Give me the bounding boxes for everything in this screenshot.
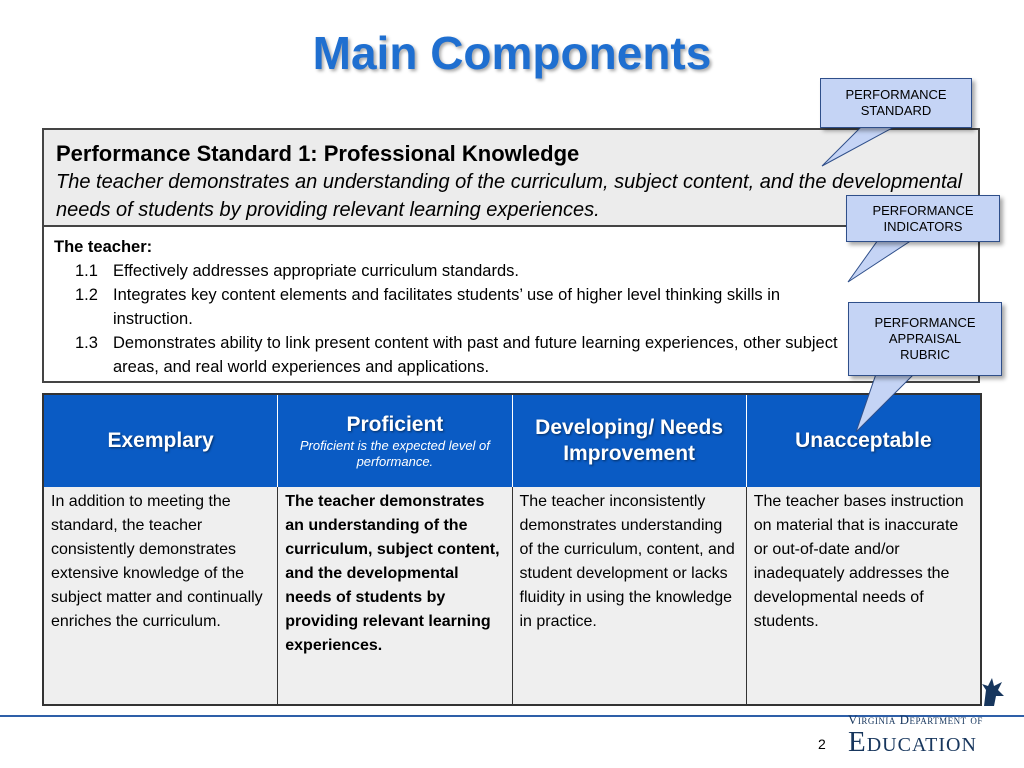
standard-title: Performance Standard 1: Professional Kno… [56, 141, 580, 166]
rubric-header-label: Proficient [346, 413, 444, 436]
indicator-number: 1.2 [75, 286, 98, 304]
rubric-header-developing: Developing/ Needs Improvement [513, 395, 747, 487]
rubric-header-unacceptable: Unacceptable [747, 395, 980, 487]
callout-text: PERFORMANCE STANDARD [845, 87, 947, 118]
rubric-body-row: In addition to meeting the standard, the… [44, 487, 980, 704]
rubric-header-row: Exemplary Proficient Proficient is the e… [44, 395, 980, 487]
performance-standard-box: Performance Standard 1: Professional Kno… [42, 128, 980, 383]
indicator-item: 1.1 Effectively addresses appropriate cu… [54, 259, 968, 283]
callout-pointer-standard [821, 125, 897, 167]
rubric-cell-developing: The teacher inconsistently demonstrates … [513, 487, 747, 704]
rubric-cell-exemplary: In addition to meeting the standard, the… [44, 487, 279, 704]
callout-text: PERFORMANCE INDICATORS [872, 202, 974, 234]
rubric-cell-unacceptable: The teacher bases instruction on materia… [753, 493, 964, 630]
rubric-header-exemplary: Exemplary [44, 395, 279, 487]
rubric-header-note: Proficient is the expected level of perf… [299, 438, 490, 469]
indicator-text: Integrates key content elements and faci… [113, 286, 781, 328]
rubric-header-proficient: Proficient Proficient is the expected le… [278, 395, 513, 487]
rubric-header-label: Developing/ Needs Improvement [535, 416, 724, 465]
slide-title: Main Components [312, 27, 712, 79]
rubric-header-label: Exemplary [107, 429, 214, 452]
footer-divider [0, 715, 1024, 717]
indicator-text: Demonstrates ability to link present con… [113, 334, 838, 376]
vdoe-logo: Virginia Department of Education [848, 672, 1008, 760]
logo-line-2: Education [848, 726, 977, 758]
callout-pointer-indicators [847, 239, 914, 283]
callout-performance-indicators: PERFORMANCE INDICATORS [846, 195, 1000, 242]
callout-performance-rubric: PERFORMANCE APPRAISAL RUBRIC [848, 302, 1002, 376]
indicator-item: 1.2 Integrates key content elements and … [54, 283, 968, 331]
performance-rubric-table: Exemplary Proficient Proficient is the e… [42, 393, 982, 706]
rubric-cell-proficient: The teacher demonstrates an understandin… [278, 487, 513, 704]
indicator-number: 1.1 [75, 262, 98, 280]
teacher-label: The teacher: [54, 238, 153, 256]
rubric-header-label: Unacceptable [795, 429, 932, 452]
indicator-item: 1.3 Demonstrates ability to link present… [54, 331, 968, 379]
page-number: 2 [818, 736, 826, 752]
logo-emblem-icon [982, 678, 1004, 706]
logo-line-1: Virginia Department of [848, 712, 983, 727]
callout-text: PERFORMANCE APPRAISAL RUBRIC [874, 315, 976, 362]
indicator-text: Effectively addresses appropriate curric… [113, 262, 519, 280]
indicators-section: The teacher: 1.1 Effectively addresses a… [44, 227, 978, 379]
callout-pointer-rubric [855, 373, 916, 433]
standard-header: Performance Standard 1: Professional Kno… [44, 130, 978, 227]
indicator-number: 1.3 [75, 334, 98, 352]
standard-description: The teacher demonstrates an understandin… [56, 171, 963, 221]
callout-performance-standard: PERFORMANCE STANDARD [820, 78, 972, 128]
